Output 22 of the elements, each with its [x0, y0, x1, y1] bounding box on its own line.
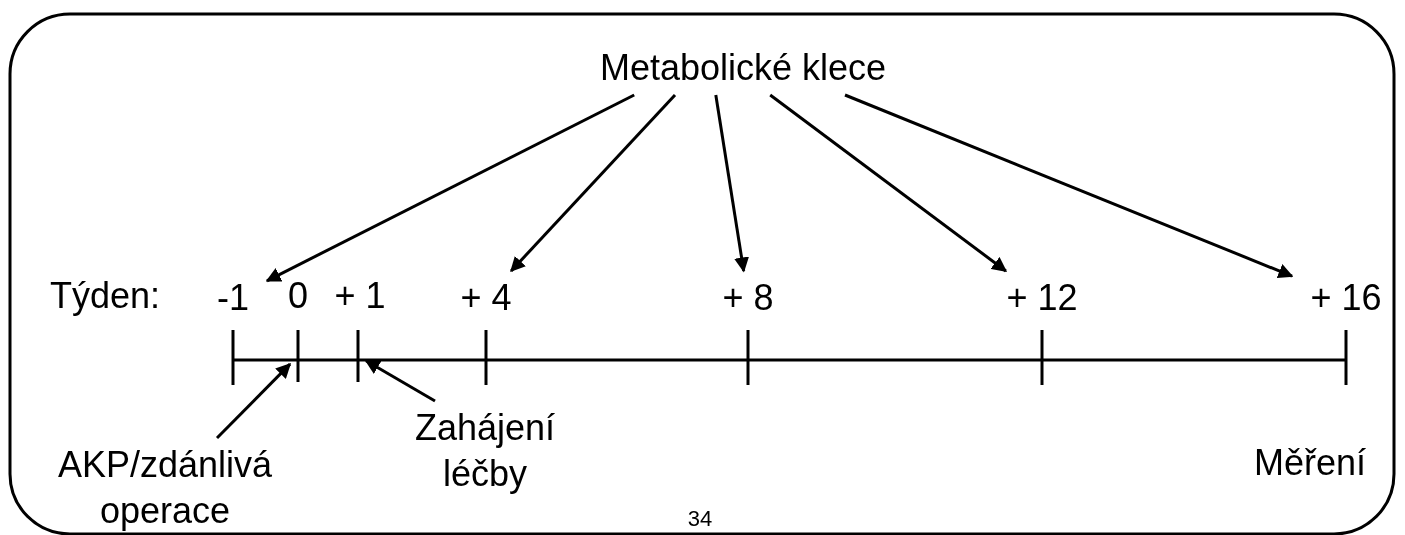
week-label: + 12 — [992, 275, 1092, 321]
week-label: -1 — [203, 275, 263, 321]
arrow — [844, 93, 1294, 278]
arrow — [510, 93, 677, 273]
heading-text: Metabolické klece — [573, 45, 913, 91]
week-axis-title: Týden: — [48, 275, 162, 317]
tick-mark — [356, 330, 360, 382]
arrow — [714, 94, 749, 273]
week-label: + 1 — [333, 275, 387, 317]
page-number: 34 — [686, 505, 714, 533]
week-label: 0 — [287, 275, 309, 317]
week-label: + 4 — [446, 275, 526, 321]
week-label: + 16 — [1296, 275, 1396, 321]
arrow — [364, 359, 436, 403]
arrow — [769, 93, 1008, 273]
tick-mark — [296, 330, 300, 382]
annotation-text: AKP/zdánlivá operace — [35, 442, 295, 534]
arrow — [215, 363, 292, 440]
week-label: + 8 — [708, 275, 788, 321]
annotation-text: Měření — [1252, 442, 1367, 484]
arrow — [265, 93, 635, 283]
annotation-text: Zahájení léčby — [385, 405, 585, 497]
